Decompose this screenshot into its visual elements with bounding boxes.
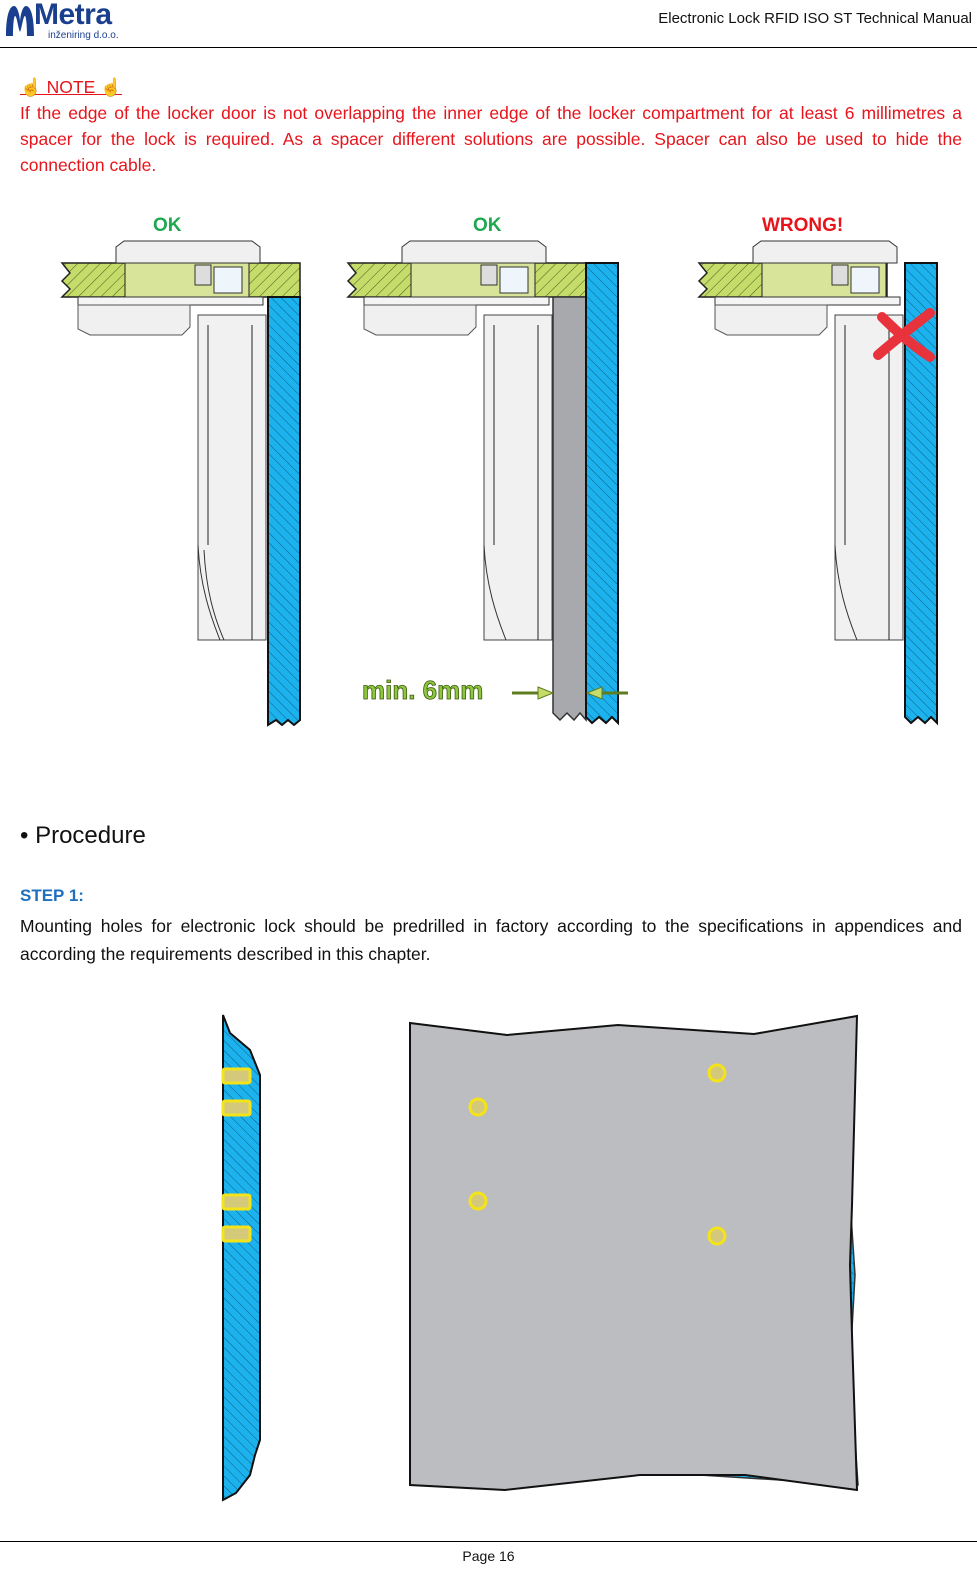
logo-subtitle: inženiring d.o.o. [48, 30, 119, 41]
metra-logo: Metra inženiring d.o.o. [4, 0, 134, 42]
spacer-diagram: OK OK WRONG! [0, 205, 977, 745]
lock-mounting-illustration: min. 6mm [60, 240, 938, 727]
wrong-x-icon [873, 308, 935, 362]
panel-side-section [222, 1014, 261, 1502]
spacer [552, 296, 587, 723]
procedure-heading: • Procedure [20, 822, 146, 849]
logo-m-icon [6, 6, 34, 36]
logo-word: Metra [34, 0, 112, 31]
page-number: Page 16 [462, 1548, 515, 1564]
side-holes [221, 1067, 252, 1243]
note-title: ☝ NOTE ☝ [20, 77, 122, 97]
note-block: ☝ NOTE ☝ If the edge of the locker door … [20, 74, 962, 178]
note-body: If the edge of the locker door is not ov… [20, 103, 962, 175]
document-title: Electronic Lock RFID ISO ST Technical Ma… [658, 10, 972, 27]
front-holes [468, 1063, 727, 1246]
lock-ok-2 [346, 240, 587, 641]
predrilled-holes-diagram [0, 1005, 977, 1505]
step-body: Mounting holes for electronic lock shoul… [20, 916, 962, 964]
label-ok-1: OK [153, 215, 182, 236]
label-wrong: WRONG! [762, 215, 844, 236]
page-header: Metra inženiring d.o.o. Electronic Lock … [0, 0, 977, 48]
step-title: STEP 1: [20, 886, 84, 905]
dimension-label: min. 6mm [362, 675, 483, 705]
panel-holes-illustration [221, 1014, 859, 1502]
lock-ok-1 [60, 240, 301, 641]
footer-divider [0, 1541, 977, 1542]
label-ok-2: OK [473, 215, 502, 236]
panel-front [409, 1014, 859, 1492]
lock-wrong [697, 240, 904, 641]
